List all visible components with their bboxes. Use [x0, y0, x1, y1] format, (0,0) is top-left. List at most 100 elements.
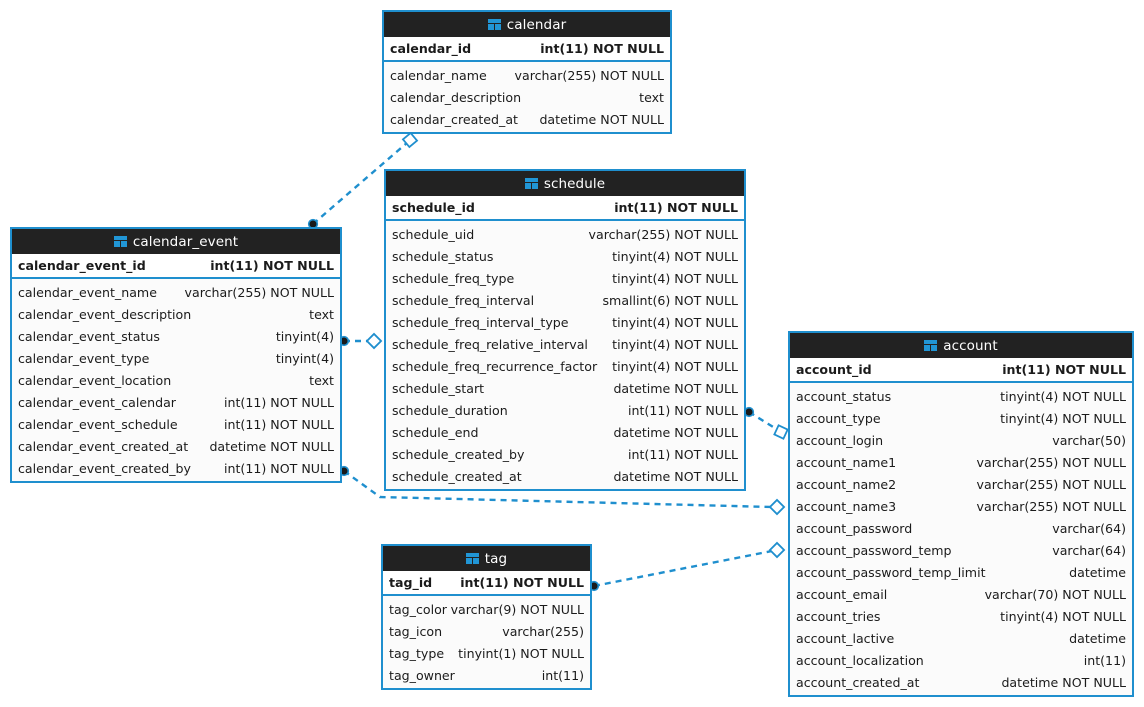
attribute-type: int(11) NOT NULL	[210, 258, 334, 273]
primary-key-row: calendar_id int(11) NOT NULL	[384, 37, 670, 62]
attribute-name: tag_icon	[389, 623, 443, 639]
edge-endpoint-diamond	[401, 131, 419, 149]
attribute-row: account_login varchar(50)	[790, 429, 1132, 451]
attribute-row: tag_owner int(11)	[383, 664, 590, 686]
attribute-row: account_name3 varchar(255) NOT NULL	[790, 495, 1132, 517]
attribute-row: account_email varchar(70) NOT NULL	[790, 583, 1132, 605]
attribute-list: schedule_uid varchar(255) NOT NULL sched…	[386, 221, 744, 489]
attribute-row: schedule_uid varchar(255) NOT NULL	[386, 223, 744, 245]
attribute-row: calendar_event_description text	[12, 303, 340, 325]
attribute-type: varchar(255) NOT NULL	[514, 67, 664, 83]
attribute-type: varchar(50)	[1052, 432, 1126, 448]
attribute-type: tinyint(4) NOT NULL	[612, 270, 738, 286]
attribute-name: schedule_status	[392, 248, 494, 264]
attribute-name: account_password	[796, 520, 913, 536]
attribute-type: int(11)	[1083, 652, 1126, 668]
entity-title: calendar_event	[132, 233, 239, 250]
attribute-row: schedule_id int(11) NOT NULL	[386, 196, 744, 219]
attribute-type: int(11) NOT NULL	[628, 446, 738, 462]
attribute-name: schedule_created_by	[392, 446, 525, 462]
attribute-name: account_created_at	[796, 674, 920, 690]
attribute-type: int(11) NOT NULL	[614, 200, 738, 215]
attribute-name: tag_owner	[389, 667, 455, 683]
entity-header-calendar-event: calendar_event	[12, 229, 340, 254]
attribute-name: schedule_freq_recurrence_factor	[392, 358, 598, 374]
primary-key-row: account_id int(11) NOT NULL	[790, 358, 1132, 383]
attribute-row: account_id int(11) NOT NULL	[790, 358, 1132, 381]
attribute-row: account_localization int(11)	[790, 649, 1132, 671]
attribute-row: account_status tinyint(4) NOT NULL	[790, 385, 1132, 407]
attribute-type: datetime	[1069, 564, 1126, 580]
attribute-row: account_created_at datetime NOT NULL	[790, 671, 1132, 693]
attribute-name: schedule_end	[392, 424, 479, 440]
attribute-row: calendar_event_created_at datetime NOT N…	[12, 435, 340, 457]
attribute-row: schedule_created_by int(11) NOT NULL	[386, 443, 744, 465]
attribute-type: text	[309, 372, 334, 388]
attribute-row: account_password_temp varchar(64)	[790, 539, 1132, 561]
attribute-type: tinyint(4)	[275, 350, 334, 366]
table-icon	[487, 19, 501, 30]
attribute-type: int(11) NOT NULL	[628, 402, 738, 418]
attribute-name: schedule_uid	[392, 226, 475, 242]
attribute-row: tag_icon varchar(255)	[383, 620, 590, 642]
attribute-row: calendar_description text	[384, 86, 670, 108]
attribute-row: calendar_created_at datetime NOT NULL	[384, 108, 670, 130]
attribute-name: account_name2	[796, 476, 897, 492]
attribute-row: calendar_event_type tinyint(4)	[12, 347, 340, 369]
edge-calendar_event-schedule[interactable]	[338, 332, 383, 350]
attribute-type: varchar(255) NOT NULL	[184, 284, 334, 300]
attribute-name: account_status	[796, 388, 892, 404]
attribute-list: tag_color varchar(9) NOT NULL tag_icon v…	[383, 596, 590, 688]
attribute-row: schedule_end datetime NOT NULL	[386, 421, 744, 443]
attribute-name: calendar_event_created_by	[18, 460, 191, 476]
entity-header-tag: tag	[383, 546, 590, 571]
attribute-type: datetime	[1069, 630, 1126, 646]
attribute-row: account_password_temp_limit datetime	[790, 561, 1132, 583]
attribute-name: calendar_event_id	[18, 258, 146, 273]
attribute-name: tag_id	[389, 575, 433, 590]
attribute-row: account_tries tinyint(4) NOT NULL	[790, 605, 1132, 627]
entity-calendar-event[interactable]: calendar_event calendar_event_id int(11)…	[10, 227, 342, 483]
attribute-type: smallint(6) NOT NULL	[602, 292, 738, 308]
attribute-type: varchar(255) NOT NULL	[976, 498, 1126, 514]
attribute-type: varchar(64)	[1052, 542, 1126, 558]
attribute-row: schedule_status tinyint(4) NOT NULL	[386, 245, 744, 267]
entity-title: tag	[484, 550, 508, 567]
attribute-type: varchar(255) NOT NULL	[976, 454, 1126, 470]
attribute-name: schedule_duration	[392, 402, 508, 418]
attribute-type: datetime NOT NULL	[1001, 674, 1126, 690]
entity-tag[interactable]: tag tag_id int(11) NOT NULL tag_color va…	[381, 544, 592, 690]
attribute-type: datetime NOT NULL	[539, 111, 664, 127]
edge-endpoint-diamond	[773, 424, 789, 440]
entity-title: schedule	[543, 175, 606, 192]
entity-title: account	[943, 337, 998, 354]
entity-account[interactable]: account account_id int(11) NOT NULL acco…	[788, 331, 1134, 697]
attribute-row: calendar_event_location text	[12, 369, 340, 391]
attribute-name: calendar_name	[390, 67, 487, 83]
attribute-type: int(11) NOT NULL	[460, 575, 584, 590]
attribute-row: schedule_freq_interval_type tinyint(4) N…	[386, 311, 744, 333]
primary-key-row: calendar_event_id int(11) NOT NULL	[12, 254, 340, 279]
attribute-type: varchar(70) NOT NULL	[984, 586, 1126, 602]
attribute-row: calendar_event_created_by int(11) NOT NU…	[12, 457, 340, 479]
attribute-name: tag_type	[389, 645, 445, 661]
attribute-type: tinyint(4)	[275, 328, 334, 344]
attribute-name: calendar_description	[390, 89, 522, 105]
attribute-name: schedule_id	[392, 200, 475, 215]
attribute-row: calendar_event_calendar int(11) NOT NULL	[12, 391, 340, 413]
edge-schedule-account[interactable]	[743, 406, 789, 440]
attribute-row: schedule_start datetime NOT NULL	[386, 377, 744, 399]
edge-tag-account[interactable]	[588, 541, 786, 592]
table-icon	[924, 340, 938, 351]
attribute-type: tinyint(1) NOT NULL	[458, 645, 584, 661]
attribute-name: schedule_freq_interval	[392, 292, 535, 308]
attribute-type: tinyint(4) NOT NULL	[1000, 388, 1126, 404]
attribute-name: schedule_freq_relative_interval	[392, 336, 588, 352]
entity-schedule[interactable]: schedule schedule_id int(11) NOT NULL sc…	[384, 169, 746, 491]
attribute-type: tinyint(4) NOT NULL	[612, 336, 738, 352]
attribute-row: calendar_event_id int(11) NOT NULL	[12, 254, 340, 277]
attribute-name: account_id	[796, 362, 872, 377]
attribute-row: schedule_freq_interval smallint(6) NOT N…	[386, 289, 744, 311]
entity-calendar[interactable]: calendar calendar_id int(11) NOT NULL ca…	[382, 10, 672, 134]
